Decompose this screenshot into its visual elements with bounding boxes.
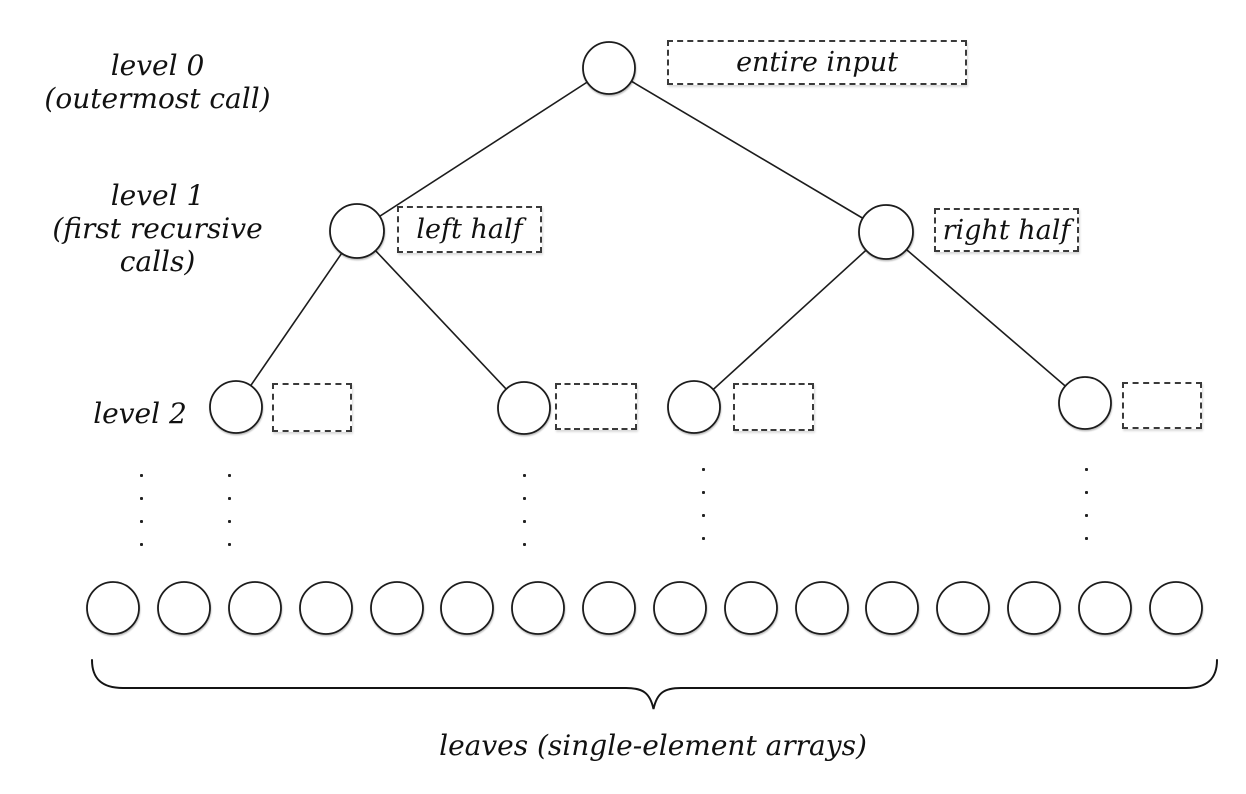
leaf-node [1149,581,1203,635]
annotation-box-level2-3 [733,383,814,431]
ellipsis-dots [140,474,143,546]
ellipsis-dots [1085,468,1088,540]
leaf-node [653,581,707,635]
level0-label-line2: (outermost call) [44,82,271,115]
annotation-box-level2-2 [555,383,637,430]
ellipsis-dots [702,468,705,540]
level2-label-line1: level 2 [93,397,187,430]
edge-right-child2 [885,231,1086,404]
leaf-node [440,581,494,635]
tree-edges [235,67,1086,409]
leaf-node [936,581,990,635]
annotation-right-half-text: right half [942,214,1071,246]
leaf-node [724,581,778,635]
tree-node-level2-2 [497,381,551,435]
leaf-node [865,581,919,635]
annotation-box-level2-4 [1122,382,1202,429]
edge-left-child1 [235,230,358,408]
edge-right-child1 [693,231,887,408]
leaf-node [1007,581,1061,635]
leaf-node [86,581,140,635]
annotation-box-left-half: left half [397,206,542,253]
annotation-entire-input-text: entire input [736,47,898,78]
annotation-box-entire-input: entire input [667,40,967,85]
level0-label-line1: level 0 [110,49,205,82]
edge-root-left [356,67,610,232]
tree-node-level2-3 [667,380,721,434]
leaves-caption: leaves (single-element arrays) [439,729,867,762]
leaf-node [299,581,353,635]
leaf-node [370,581,424,635]
level2-label: level 2 [25,397,255,430]
tree-node-left-half [329,203,385,259]
level1-label-line3: calls) [119,245,196,278]
level1-label-line2: (first recursive [52,212,263,245]
edge-left-child2 [356,230,525,409]
leaf-node [228,581,282,635]
leaf-node [795,581,849,635]
annotation-left-half-text: left half [416,214,523,245]
leaf-node [582,581,636,635]
ellipsis-dots [228,474,231,546]
underbrace [91,659,1218,710]
level1-label: level 1 (first recursive calls) [30,179,285,278]
tree-node-level2-4 [1058,376,1112,430]
level1-label-line1: level 1 [110,179,205,212]
ellipsis-dots [523,474,526,546]
annotation-box-level2-1 [272,383,352,432]
leaf-node [1078,581,1132,635]
edge-root-right [608,67,887,233]
leaf-node [511,581,565,635]
level0-label: level 0 (outermost call) [30,49,285,115]
annotation-box-right-half: right half [934,208,1079,252]
tree-nodes [209,41,1112,435]
leaf-node [157,581,211,635]
tree-node-right-half [858,204,914,260]
leaf-row [86,581,1203,635]
tree-node-level2-1 [209,380,263,434]
tree-node-root [582,41,636,95]
